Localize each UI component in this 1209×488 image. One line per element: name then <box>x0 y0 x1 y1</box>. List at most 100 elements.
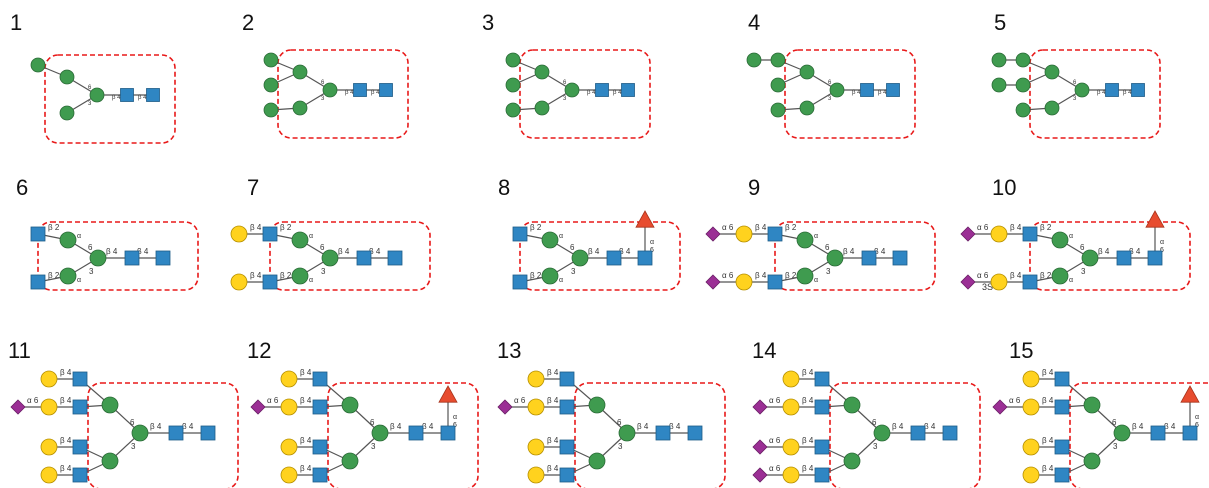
mannose-circle <box>770 77 786 93</box>
linkage-label: 3 <box>89 267 94 276</box>
glcnac-square <box>72 467 88 483</box>
glcnac-square <box>312 467 328 483</box>
core-highlight-box <box>574 382 726 488</box>
glcnac-square <box>1116 250 1132 266</box>
linkage-label: β 4 <box>60 396 72 405</box>
galactose-circle <box>40 466 58 484</box>
linkage-label: β 4 <box>369 247 381 256</box>
mannose-circle <box>564 82 580 98</box>
linkage-label: 6 <box>1080 243 1085 252</box>
linkage-label: β 4 <box>1042 396 1054 405</box>
glcnac-square <box>1054 399 1070 415</box>
mannose-circle <box>588 452 606 470</box>
galactose-circle <box>527 466 545 484</box>
mannose-circle <box>534 100 550 116</box>
mannose-circle <box>292 100 308 116</box>
glcnac-square <box>655 425 671 441</box>
linkage-label: β 4 <box>60 368 72 377</box>
glcnac-square <box>886 83 900 97</box>
glcnac-square <box>30 274 46 290</box>
linkage-label: β 4 <box>112 95 121 101</box>
linkage-label: 6 <box>828 80 832 86</box>
galactose-circle <box>782 398 800 416</box>
linkage-label: α <box>559 277 563 284</box>
mannose-circle <box>1113 424 1131 442</box>
mannose-circle <box>770 52 786 68</box>
linkage-label: β 4 <box>802 396 814 405</box>
mannose-circle <box>1015 102 1031 118</box>
linkage-label: β 4 <box>547 368 559 377</box>
linkage-label: α <box>1069 233 1073 240</box>
linkage-label: α 6 <box>722 271 734 280</box>
glcnac-square <box>120 88 134 102</box>
linkage-label: β 4 <box>182 422 194 431</box>
mannose-circle <box>1081 249 1099 267</box>
glcnac-square <box>72 399 88 415</box>
glcnac-square <box>942 425 958 441</box>
fucose-triangle <box>1145 210 1165 228</box>
linkage-label: α 6 <box>267 396 279 405</box>
glcnac-square <box>637 250 653 266</box>
linkage-label: 6 <box>320 243 325 252</box>
linkage-label: α <box>559 233 563 240</box>
mannose-circle <box>505 77 521 93</box>
linkage-label: 6 <box>1195 422 1199 429</box>
linkage-label: 6 <box>570 243 575 252</box>
mannose-circle <box>59 105 75 121</box>
glcnac-square <box>559 399 575 415</box>
galactose-circle <box>280 438 298 456</box>
linkage-label: α <box>453 414 457 421</box>
linkage-label: β 4 <box>1097 90 1106 96</box>
mannose-circle <box>30 57 46 73</box>
galactose-circle <box>782 466 800 484</box>
linkage-label: α 6 <box>1009 396 1021 405</box>
linkage-label: β 4 <box>1123 90 1132 96</box>
core-highlight-box <box>44 54 176 144</box>
linkage-label: β 2 <box>1040 223 1052 232</box>
mannose-circle <box>1044 100 1060 116</box>
linkage-label: β 4 <box>852 90 861 96</box>
linkage-label: 6 <box>650 247 654 254</box>
linkage-label: α <box>650 239 654 246</box>
glcnac-square <box>262 274 278 290</box>
mannose-circle <box>799 100 815 116</box>
panel-number-13: 13 <box>497 338 522 363</box>
glcnac-square <box>72 371 88 387</box>
linkage-label: β 2 <box>280 223 292 232</box>
linkage-label: α 6 <box>27 396 39 405</box>
linkage-label: β 4 <box>802 436 814 445</box>
linkage-label: β 4 <box>138 95 147 101</box>
linkage-label: 6 <box>1112 418 1117 427</box>
linkage-label: β 4 <box>1042 436 1054 445</box>
glcnac-square <box>312 439 328 455</box>
linkage-label: β 2 <box>48 271 60 280</box>
linkage-label: β 4 <box>137 247 149 256</box>
sialic-acid-diamond <box>10 399 26 415</box>
linkage-label: α <box>814 277 818 284</box>
mannose-circle <box>291 267 309 285</box>
linkage-label: β 4 <box>892 422 904 431</box>
galactose-circle <box>230 225 248 243</box>
sialic-acid-diamond <box>705 274 721 290</box>
glycosidic-links <box>18 59 1191 476</box>
glcnac-square <box>408 425 424 441</box>
mannose-circle <box>991 52 1007 68</box>
galactose-circle <box>527 370 545 388</box>
linkage-label: β 4 <box>924 422 936 431</box>
mannose-circle <box>541 267 559 285</box>
linkage-label: β 4 <box>1010 271 1022 280</box>
linkage-label: β 2 <box>530 271 542 280</box>
mannose-circle <box>1083 452 1101 470</box>
highlight-boxes <box>37 49 1209 488</box>
galactose-circle <box>280 370 298 388</box>
panel-number-7: 7 <box>247 175 260 200</box>
linkage-label: 3 <box>873 442 878 451</box>
linkage-label: β 2 <box>785 223 797 232</box>
linkage-label: β 4 <box>637 422 649 431</box>
linkage-label: 3 <box>563 96 567 102</box>
galactose-circle <box>990 225 1008 243</box>
mannose-circle <box>1044 64 1060 80</box>
mannose-circle <box>1051 231 1069 249</box>
glcnac-square <box>621 83 635 97</box>
